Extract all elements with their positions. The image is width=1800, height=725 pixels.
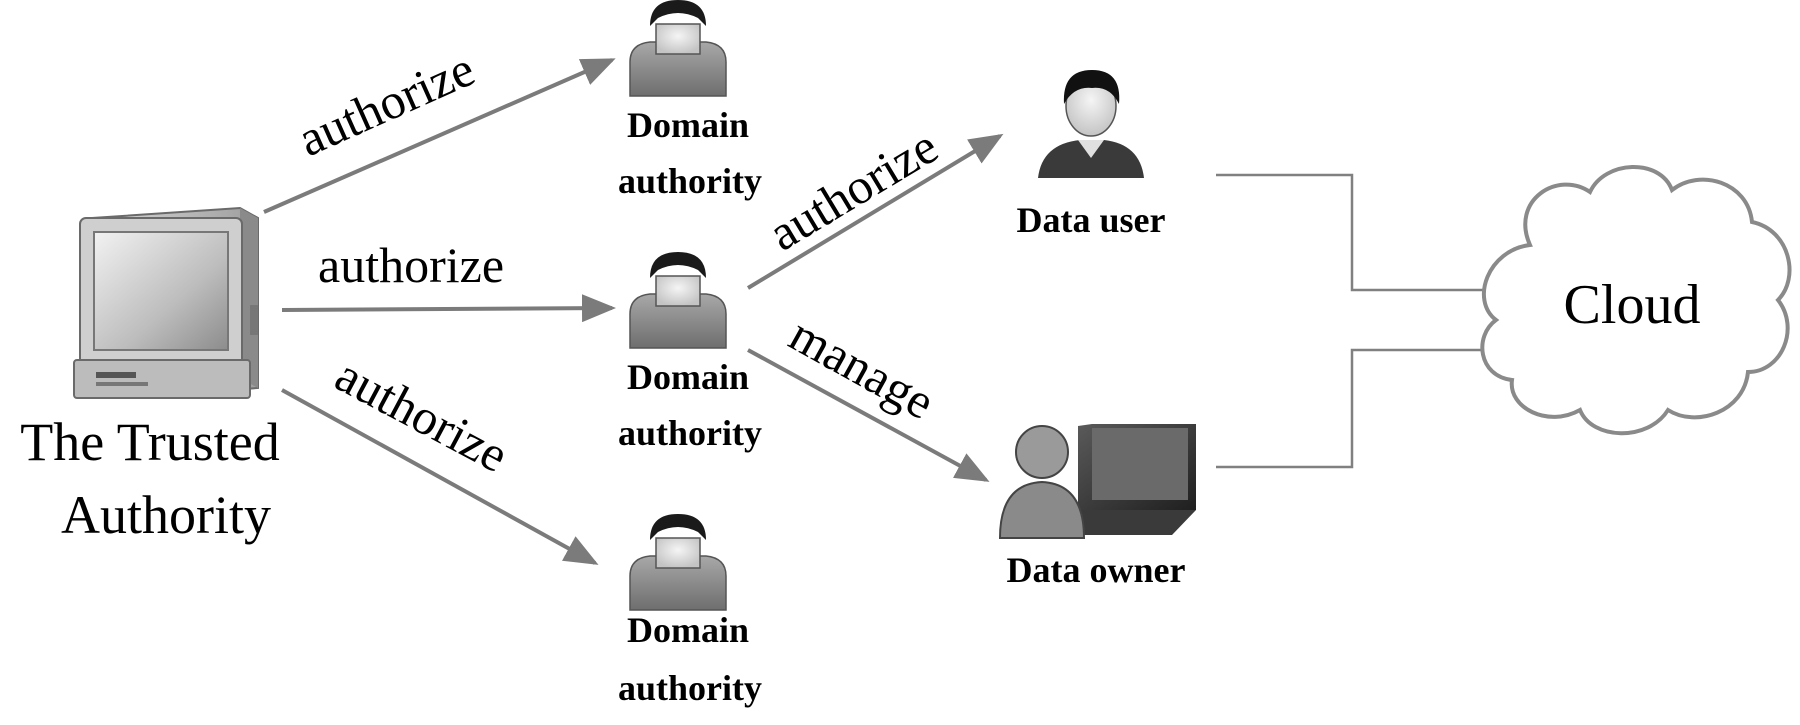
domain-authority-node-mid: Domain authority	[618, 252, 762, 453]
data-owner-label: Data owner	[1007, 550, 1186, 590]
trusted-authority-label-line1: The Trusted	[20, 412, 280, 472]
domain-authority-label-line2: authority	[618, 161, 762, 201]
edge-label-da-user: authorize	[759, 118, 947, 262]
edge-label-ta-da-bottom: authorize	[327, 346, 518, 483]
data-user-node: Data user	[1017, 70, 1166, 240]
user-laptop-icon	[998, 424, 1196, 539]
cloud-node: Cloud	[1480, 165, 1792, 436]
domain-authority-label-line1: Domain	[627, 105, 749, 145]
edge-da-to-user	[746, 133, 1004, 290]
domain-authority-label-line1: Domain	[627, 610, 749, 650]
domain-authority-node-bottom: Domain authority	[618, 514, 762, 708]
edge-ta-to-da-bottom	[281, 388, 599, 565]
domain-authority-node-top: Domain authority	[618, 0, 762, 201]
edge-ta-to-da-top	[263, 58, 616, 214]
person-icon	[629, 252, 727, 349]
domain-authority-label-line2: authority	[618, 413, 762, 453]
edge-label-ta-da-top: authorize	[290, 40, 483, 167]
computer-icon	[73, 206, 259, 400]
domain-authority-label-line1: Domain	[627, 357, 749, 397]
edge-da-to-owner	[747, 348, 990, 482]
person-icon	[629, 514, 727, 611]
data-owner-node: Data owner	[998, 424, 1196, 590]
trusted-authority-node: The Trusted Authority	[20, 206, 280, 545]
user-avatar-icon	[1038, 70, 1144, 178]
edge-label-ta-da-mid: authorize	[318, 237, 504, 293]
connector-owner-to-cloud	[1216, 348, 1490, 469]
domain-authority-label-line2: authority	[618, 668, 762, 708]
connector-user-to-cloud	[1216, 173, 1485, 292]
data-user-label: Data user	[1017, 200, 1166, 240]
person-icon	[629, 0, 727, 97]
trusted-authority-label-line2: Authority	[61, 485, 271, 545]
cloud-icon	[1480, 165, 1792, 436]
edge-ta-to-da-mid	[281, 294, 616, 323]
cloud-label: Cloud	[1564, 274, 1701, 336]
